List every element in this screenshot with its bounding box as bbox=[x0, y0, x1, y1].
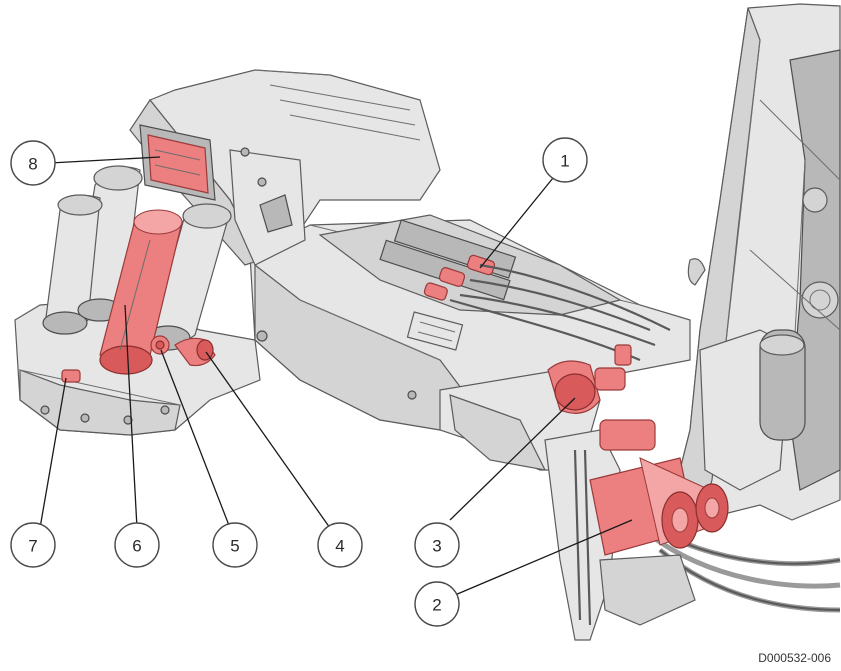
svg-text:1: 1 bbox=[560, 152, 569, 171]
leader-lines bbox=[39, 156, 633, 596]
drawing-reference-code: D000532-006 bbox=[758, 651, 831, 665]
leader-4 bbox=[205, 351, 331, 529]
red-base-valve bbox=[61, 369, 81, 383]
callout-5: 5 bbox=[212, 522, 258, 568]
mast-frame bbox=[679, 3, 841, 522]
callouts: 1 2 3 4 5 6 7 8 bbox=[10, 137, 588, 627]
svg-text:3: 3 bbox=[432, 537, 441, 556]
svg-text:7: 7 bbox=[28, 537, 37, 556]
callout-8: 8 bbox=[10, 140, 56, 186]
red-elbow bbox=[174, 337, 216, 367]
leader-2 bbox=[454, 519, 633, 596]
svg-text:4: 4 bbox=[335, 537, 344, 556]
leader-8 bbox=[49, 156, 161, 164]
svg-text:8: 8 bbox=[28, 155, 37, 174]
red-cylinder bbox=[99, 209, 183, 375]
valve-block bbox=[318, 214, 671, 362]
red-fitting bbox=[150, 335, 170, 355]
leader-6 bbox=[124, 304, 138, 529]
callout-7: 7 bbox=[10, 522, 56, 568]
leader-1 bbox=[479, 177, 554, 269]
callout-2: 2 bbox=[414, 581, 460, 627]
svg-text:6: 6 bbox=[132, 537, 141, 556]
red-display bbox=[139, 124, 216, 201]
leader-5 bbox=[160, 349, 231, 529]
svg-text:2: 2 bbox=[432, 596, 441, 615]
red-drum-assembly bbox=[544, 419, 729, 641]
callout-1: 1 bbox=[542, 137, 588, 183]
callout-6: 6 bbox=[114, 522, 160, 568]
svg-text:5: 5 bbox=[230, 537, 239, 556]
callout-4: 4 bbox=[317, 522, 363, 568]
callout-3: 3 bbox=[414, 522, 460, 568]
leader-7 bbox=[39, 377, 67, 529]
red-pump bbox=[547, 344, 632, 414]
leader-3 bbox=[449, 397, 576, 521]
